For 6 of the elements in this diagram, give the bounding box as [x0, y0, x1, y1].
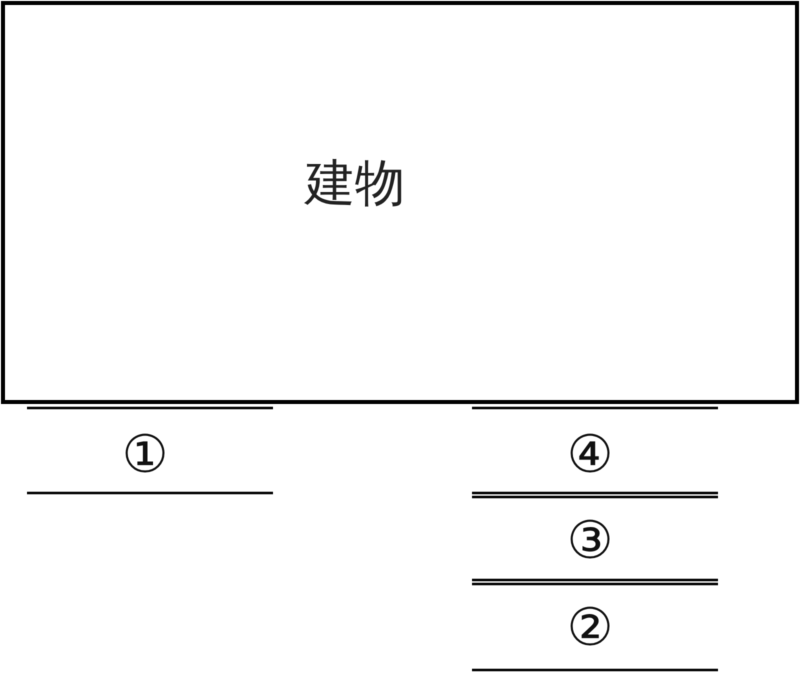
- stall-number: ①: [122, 425, 168, 485]
- building-box: [1, 1, 799, 404]
- stall-number: ③: [566, 511, 614, 571]
- stall-number: ④: [566, 425, 614, 485]
- stall-number: ②: [566, 598, 614, 658]
- building-label: 建物: [305, 153, 405, 214]
